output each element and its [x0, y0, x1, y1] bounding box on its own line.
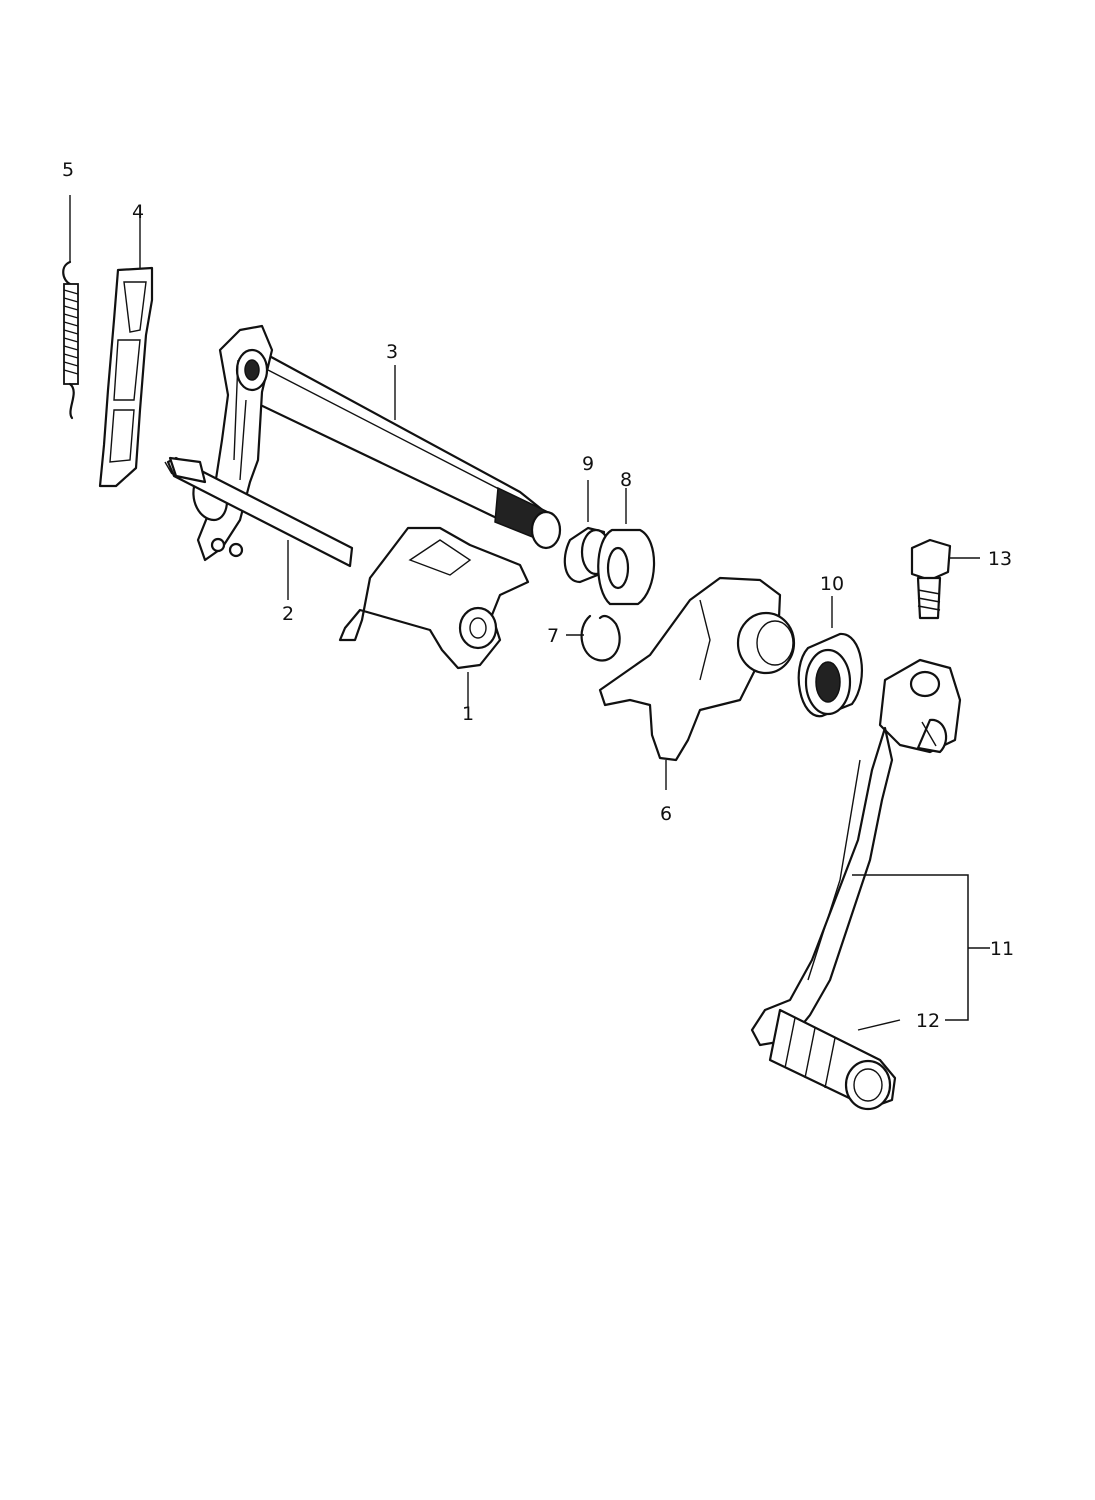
part-7-circlip: [566, 614, 621, 662]
part-9-bushing: [563, 480, 612, 584]
callout-1: 1: [462, 703, 474, 725]
callout-10: 10: [820, 573, 844, 595]
callout-7: 7: [547, 625, 559, 647]
callout-6: 6: [660, 803, 672, 825]
callout-11: 11: [990, 938, 1014, 960]
callout-5: 5: [62, 159, 74, 181]
part-10-bearing: [797, 596, 863, 718]
part-3-shift-shaft: [192, 324, 562, 562]
callout-3: 3: [386, 341, 398, 363]
part-12-pedal-rubber: [768, 1008, 901, 1111]
part-11-shift-pedal: [750, 658, 962, 1047]
part-1-lever: [338, 526, 530, 708]
part-2-pin: [164, 456, 354, 600]
callout-bracket-11-12: [852, 874, 990, 1021]
callout-8: 8: [620, 469, 632, 491]
callout-12: 12: [916, 1010, 940, 1032]
part-8-washer: [597, 488, 656, 606]
part-13-bolt: [910, 538, 980, 620]
callout-13: 13: [988, 548, 1012, 570]
part-5-spring: [62, 195, 79, 420]
callout-4: 4: [132, 201, 144, 223]
part-4-plate: [98, 205, 154, 488]
callout-9: 9: [582, 453, 594, 475]
callout-2: 2: [282, 603, 294, 625]
part-6-shift-arm: [598, 576, 796, 790]
